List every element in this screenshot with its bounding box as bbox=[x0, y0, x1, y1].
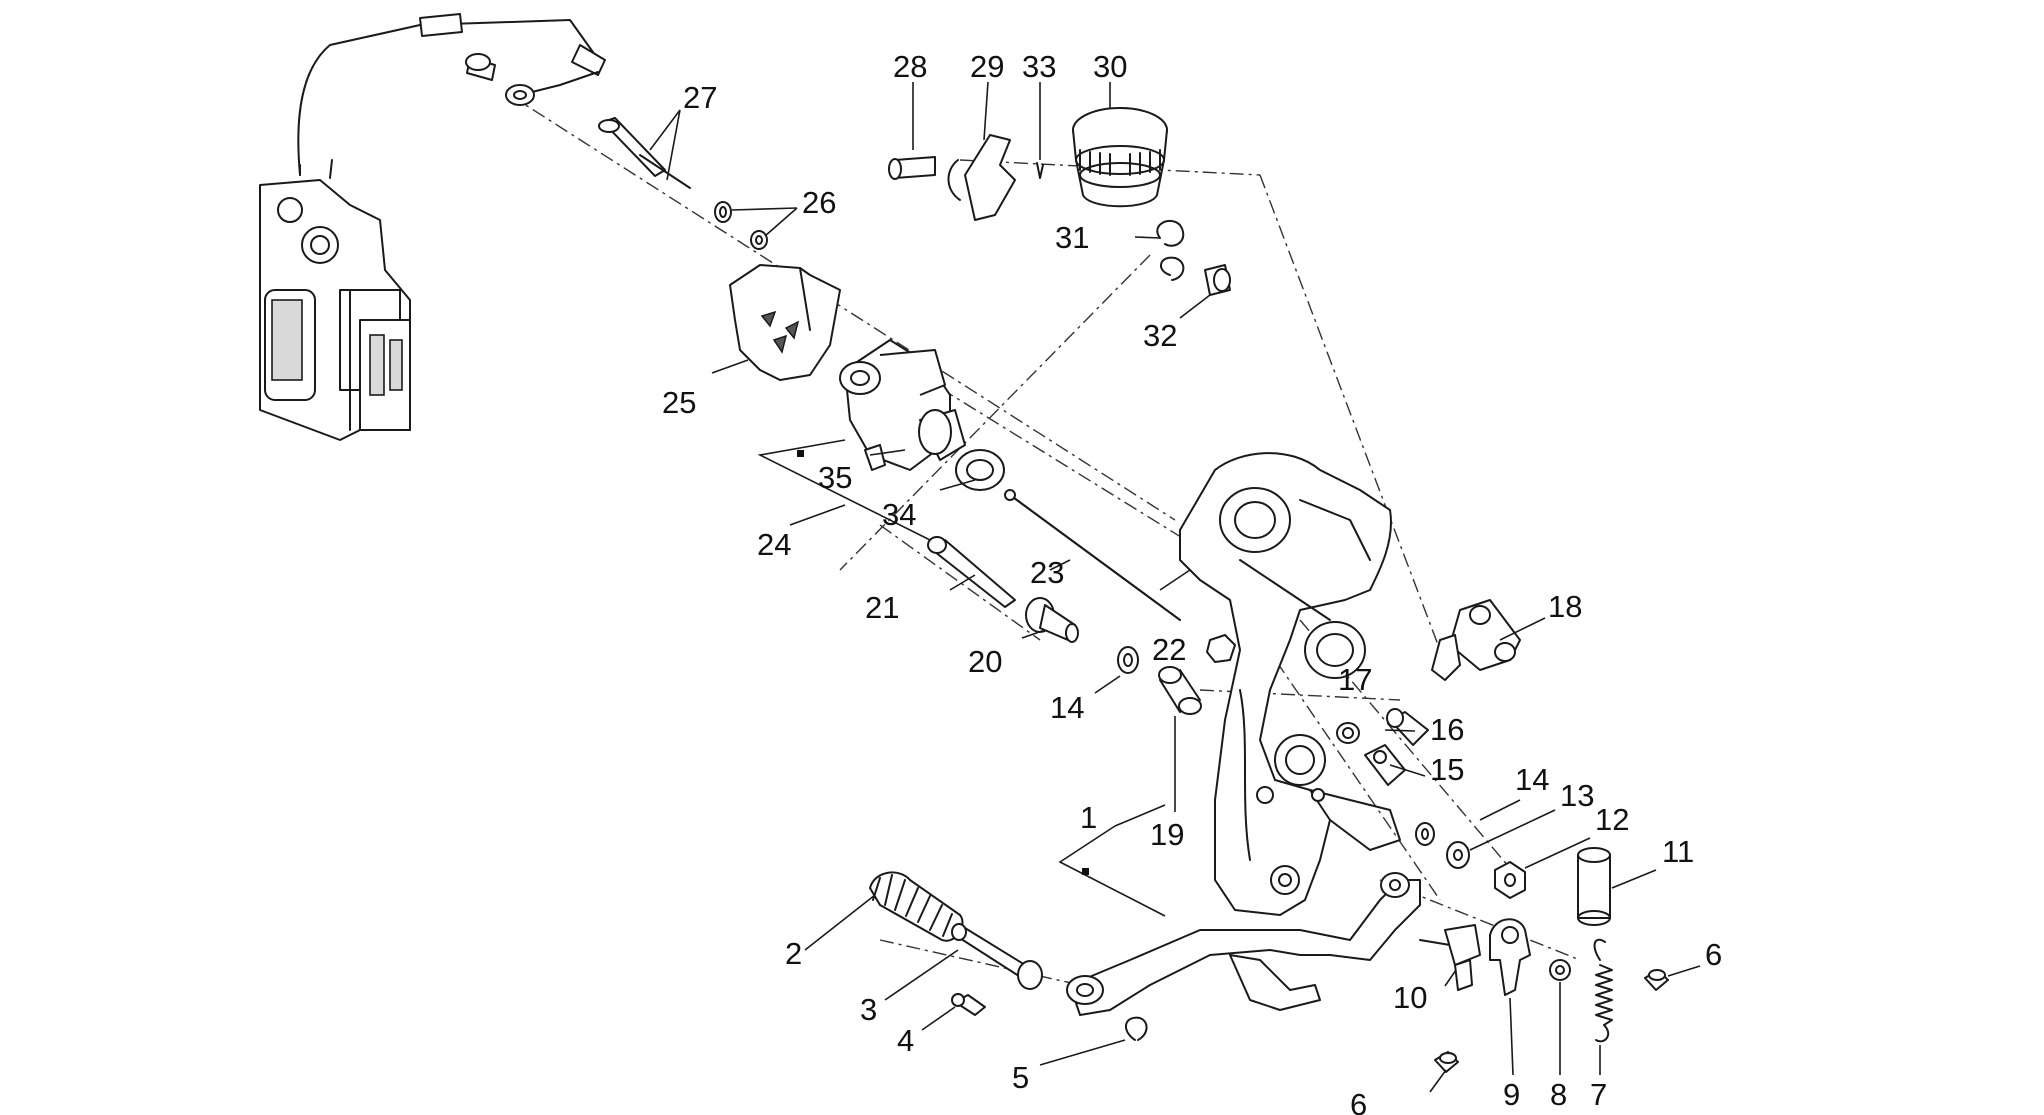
part-33-clip bbox=[1036, 162, 1044, 179]
brake-hose bbox=[297, 13, 606, 176]
part-2-rubber-peg bbox=[869, 871, 964, 942]
callout-14-lower: 14 bbox=[1515, 762, 1549, 797]
part-10-brake-light-switch bbox=[1419, 924, 1481, 991]
callout-16: 16 bbox=[1430, 712, 1464, 747]
callout-32: 32 bbox=[1143, 318, 1177, 353]
callout-7: 7 bbox=[1590, 1077, 1607, 1112]
part-35-master-cylinder bbox=[839, 339, 966, 471]
part-9-switch-bracket bbox=[1489, 918, 1531, 996]
part-14-washer-lower bbox=[1415, 822, 1435, 846]
callout-6-right: 6 bbox=[1705, 937, 1722, 972]
callout-13: 13 bbox=[1560, 778, 1594, 813]
part-31-hose-clamp bbox=[1156, 219, 1185, 247]
part-26-washers bbox=[714, 201, 768, 250]
callout-29: 29 bbox=[970, 49, 1004, 84]
part-27-banjo-bolt bbox=[598, 117, 691, 189]
callout-4: 4 bbox=[897, 1023, 914, 1058]
part-34-dust-boot bbox=[955, 449, 1005, 491]
part-16-pin bbox=[1386, 708, 1429, 746]
callout-3: 3 bbox=[860, 992, 877, 1027]
group-bracket-24 bbox=[757, 439, 931, 541]
callout-22: 22 bbox=[1152, 632, 1186, 667]
callout-15: 15 bbox=[1430, 752, 1464, 787]
callout-24: 24 bbox=[757, 527, 791, 562]
part-23-push-rod bbox=[1004, 489, 1181, 621]
footrest-bracket bbox=[1179, 452, 1401, 916]
callout-8: 8 bbox=[1550, 1077, 1567, 1112]
callout-1: 1 bbox=[1080, 800, 1097, 835]
callout-labels: 1 2 3 4 5 6 6 7 8 9 10 11 12 13 14 14 15… bbox=[662, 49, 1722, 1115]
part-22-nut bbox=[1206, 634, 1236, 663]
part-4-bolt bbox=[951, 993, 986, 1016]
callout-10: 10 bbox=[1393, 980, 1427, 1015]
callout-11: 11 bbox=[1662, 834, 1694, 869]
callout-31: 31 bbox=[1055, 220, 1089, 255]
callout-30: 30 bbox=[1093, 49, 1127, 84]
callout-21: 21 bbox=[865, 590, 899, 625]
callout-20: 20 bbox=[968, 644, 1002, 679]
part-28-screw bbox=[888, 156, 936, 180]
part-13-washer bbox=[1446, 841, 1470, 869]
part-5-circlip bbox=[1125, 1016, 1148, 1041]
part-1-brake-pedal-lever bbox=[1066, 872, 1421, 1016]
part-12-nut bbox=[1494, 861, 1526, 899]
part-25-heel-guard bbox=[729, 264, 841, 381]
callout-5: 5 bbox=[1012, 1060, 1029, 1095]
part-18-switch-bracket bbox=[1431, 599, 1521, 681]
callout-26: 26 bbox=[802, 185, 836, 220]
part-14-washer-upper bbox=[1117, 646, 1139, 674]
callout-18: 18 bbox=[1548, 589, 1582, 624]
callout-23: 23 bbox=[1030, 555, 1064, 590]
callout-19: 19 bbox=[1150, 817, 1184, 852]
callout-17: 17 bbox=[1338, 662, 1372, 697]
callout-25: 25 bbox=[662, 385, 696, 420]
assembly-axes bbox=[509, 94, 1581, 986]
callout-12: 12 bbox=[1595, 802, 1629, 837]
callout-35: 35 bbox=[818, 460, 852, 495]
part-21-pivot-bolt bbox=[927, 536, 1016, 608]
part-17-clip bbox=[1336, 722, 1360, 744]
part-32-elbow-fitting bbox=[1160, 256, 1231, 296]
callout-28: 28 bbox=[893, 49, 927, 84]
part-30-reservoir bbox=[1072, 107, 1168, 208]
leader-lines bbox=[649, 81, 1701, 1093]
part-11-sleeve bbox=[1577, 847, 1611, 926]
callout-33: 33 bbox=[1022, 49, 1056, 84]
part-8-screw bbox=[1549, 959, 1571, 981]
part-29-bracket bbox=[947, 134, 1016, 221]
part-6-bolt-right bbox=[1644, 969, 1669, 991]
abs-modulator-unit bbox=[259, 159, 411, 441]
callout-27: 27 bbox=[683, 80, 717, 115]
part-15-rod-end bbox=[1364, 744, 1406, 786]
callout-6-lower: 6 bbox=[1350, 1087, 1367, 1115]
callout-9: 9 bbox=[1503, 1077, 1520, 1112]
callout-34: 34 bbox=[882, 497, 916, 532]
part-6-bolt-lower bbox=[1434, 1051, 1459, 1073]
callout-14-upper: 14 bbox=[1050, 690, 1084, 725]
group-bracket-1 bbox=[1058, 804, 1166, 917]
callout-2: 2 bbox=[785, 936, 802, 971]
part-7-return-spring bbox=[1593, 938, 1613, 1043]
part-19-spacer bbox=[1158, 666, 1202, 715]
part-3-peg-shaft bbox=[951, 923, 1043, 990]
